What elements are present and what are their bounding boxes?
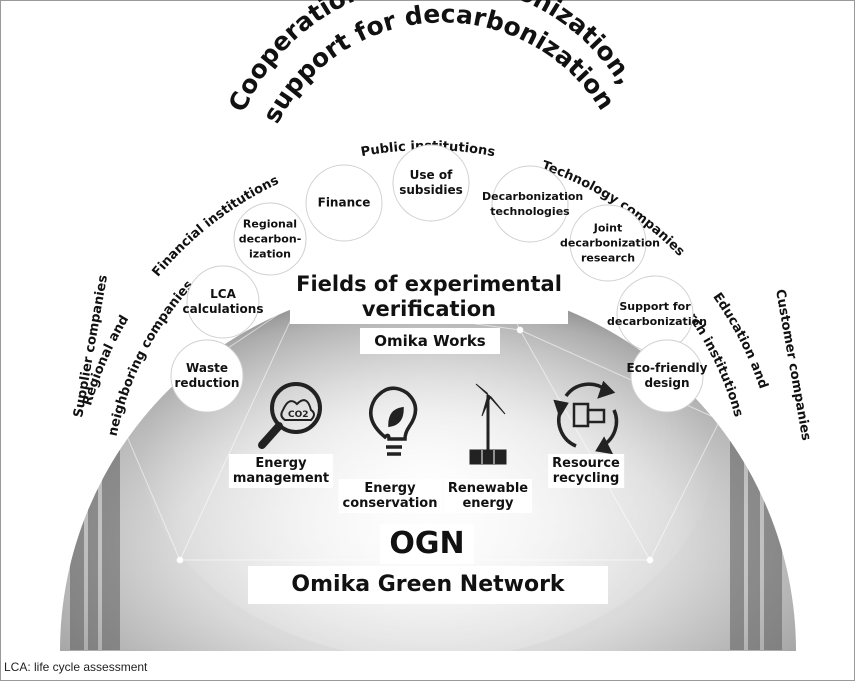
footnote: LCA: life cycle assessment xyxy=(4,660,148,674)
circle-subsidies xyxy=(392,144,470,222)
circle-dec-tech xyxy=(491,165,569,243)
wind-turbine-solar-icon xyxy=(469,383,507,465)
circle-lca xyxy=(186,265,260,339)
circle-eco-design xyxy=(630,339,704,413)
lightbulb-leaf-icon xyxy=(369,386,418,456)
magnifier-co2-icon: CO2 xyxy=(258,382,322,449)
fields-title: Fields of experimental verification xyxy=(290,270,568,324)
ogn-title: OGN xyxy=(380,524,474,564)
field-circles xyxy=(170,144,704,413)
circle-waste xyxy=(170,339,244,413)
svg-text:CO2: CO2 xyxy=(288,410,309,420)
circle-joint-research xyxy=(569,204,647,282)
recycle-devices-icon xyxy=(553,380,619,455)
omika-works-label: Omika Works xyxy=(360,328,500,354)
ogn-subtitle: Omika Green Network xyxy=(248,566,608,604)
circle-regional-dec xyxy=(233,202,307,276)
field-finance: Finance xyxy=(317,195,371,210)
circle-finance xyxy=(305,164,383,242)
